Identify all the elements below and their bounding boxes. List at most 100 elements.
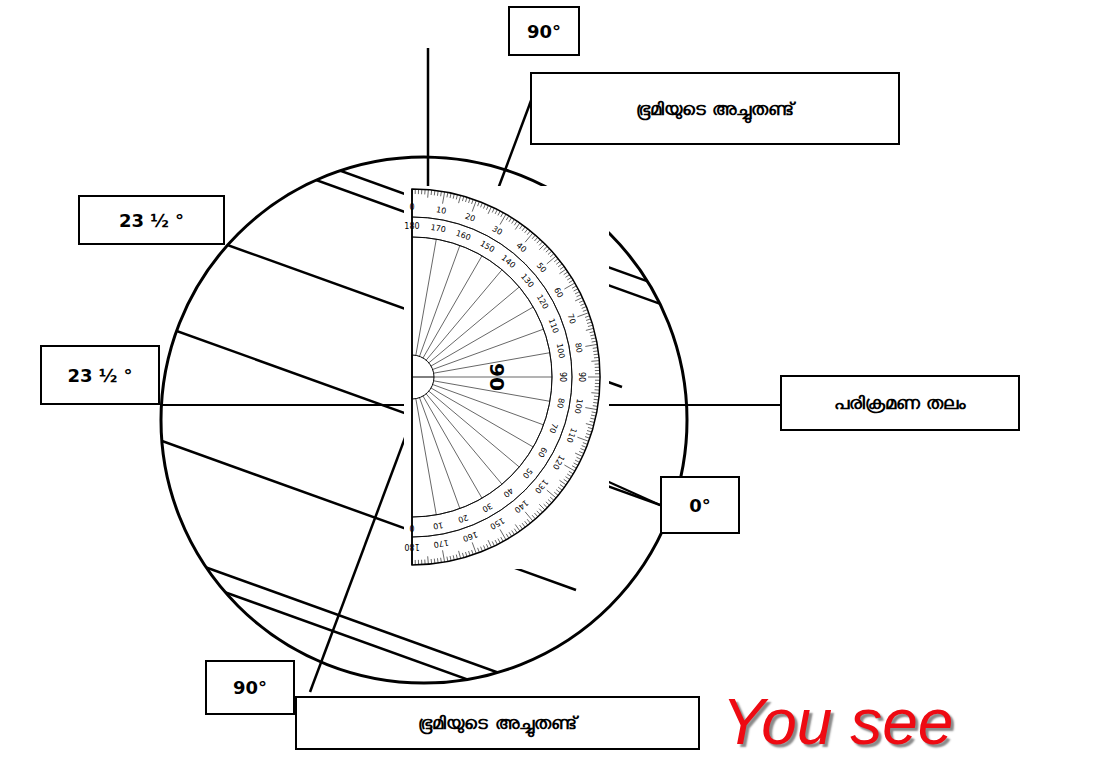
protractor <box>404 186 609 569</box>
protractor-tick <box>421 560 422 565</box>
protractor-tick <box>462 553 463 558</box>
protractor-tick <box>472 200 476 211</box>
protractor-tick <box>593 347 598 349</box>
protractor-tick <box>492 208 494 212</box>
protractor-tick <box>565 477 569 480</box>
protractor-tick <box>569 280 573 283</box>
protractor-tick <box>527 231 530 235</box>
earth-circle <box>161 157 687 683</box>
protractor-tick <box>591 338 596 339</box>
box-label: ഭൂമിയുടെ അച്ചുതണ്ട് <box>418 712 576 734</box>
protractor-tick <box>594 354 599 356</box>
label-box: 90° <box>205 660 295 715</box>
protractor-tick <box>520 525 523 529</box>
protractor-tick <box>498 539 500 543</box>
protractor-tick <box>525 229 528 233</box>
protractor-ray <box>429 287 519 363</box>
protractor-tick <box>593 402 598 404</box>
protractor-tick <box>595 383 600 384</box>
protractor-tick <box>586 434 591 436</box>
protractor-tick <box>585 316 590 318</box>
protractor-tick <box>431 190 433 195</box>
protractor-tick <box>495 540 497 544</box>
protractor-tick <box>550 497 554 500</box>
protractor-tick <box>576 295 580 297</box>
protractor-tick <box>586 424 594 426</box>
protractor-tick <box>590 332 595 333</box>
protractor-tick <box>481 547 483 552</box>
protractor-tick <box>544 246 548 249</box>
protractor-tick <box>575 453 582 456</box>
protractor-tick <box>583 310 588 312</box>
protractor-tick <box>574 289 578 291</box>
protractor-tick <box>547 256 556 264</box>
protractor-tick <box>539 244 545 250</box>
protractor-tick <box>587 431 592 432</box>
protractor-tick <box>564 283 574 289</box>
protractor-tick <box>466 552 467 557</box>
protractor-tick <box>415 560 416 565</box>
protractor-ray <box>429 391 519 467</box>
protractor-number: 90 <box>487 363 507 391</box>
protractor-tick <box>580 304 585 306</box>
protractor-tick <box>415 189 416 194</box>
protractor-tick <box>421 189 422 194</box>
protractor-tick <box>443 192 445 204</box>
protractor-number: 80 <box>555 397 565 408</box>
protractor-tick <box>431 559 433 564</box>
protractor-tick <box>514 221 517 225</box>
protractor-tick <box>588 427 593 428</box>
protractor-tick <box>478 548 480 553</box>
protractor-tick <box>575 460 579 462</box>
protractor-tick <box>569 471 573 474</box>
box-label: 90° <box>233 677 267 698</box>
protractor-tick <box>539 504 545 510</box>
protractor-tick <box>515 223 520 230</box>
protractor-tick <box>424 560 425 565</box>
protractor-tick <box>534 237 537 241</box>
protractor-tick <box>462 196 463 201</box>
protractor-number: 0 <box>409 204 414 212</box>
protractor-ray <box>416 399 436 515</box>
box-label: 90° <box>527 21 561 42</box>
protractor-tick <box>537 240 540 244</box>
protractor-tick <box>577 437 588 441</box>
protractor-tick <box>579 301 584 303</box>
protractor-tick <box>484 204 486 209</box>
protractor-tick <box>427 556 429 564</box>
protractor-tick <box>434 190 436 195</box>
protractor-tick <box>591 360 599 362</box>
protractor-tick <box>564 272 568 275</box>
protractor-tick <box>577 313 588 317</box>
protractor-tick <box>593 350 598 352</box>
protractor-tick <box>576 457 580 459</box>
protractor-tick <box>437 191 439 196</box>
protractor-ray <box>431 388 533 447</box>
protractor-tick <box>558 487 562 490</box>
protractor-tick <box>522 523 525 527</box>
protractor-tick <box>450 556 451 561</box>
protractor-card <box>404 186 609 569</box>
protractor-tick <box>595 367 600 368</box>
box-label: 23 ½ ° <box>119 210 184 231</box>
protractor-ray <box>426 270 502 360</box>
protractor-tick <box>509 532 512 536</box>
box-label: ഭൂമിയുടെ അച്ചുതണ്ട് <box>636 98 794 120</box>
protractor-tick <box>486 205 488 210</box>
protractor-tick <box>559 269 566 274</box>
label-box: 23 ½ ° <box>78 195 225 245</box>
protractor-tick <box>556 490 560 493</box>
protractor-tick <box>591 392 599 394</box>
protractor-tick <box>595 370 600 371</box>
protractor-tick <box>501 537 503 541</box>
protractor-tick <box>525 233 533 242</box>
protractor-tick <box>418 189 419 194</box>
protractor-tick <box>582 446 587 448</box>
protractor-tick <box>590 421 595 422</box>
protractor-tick <box>588 377 600 378</box>
protractor-number: 80 <box>574 342 584 353</box>
protractor-tick <box>472 542 476 553</box>
latitude-line <box>0 486 730 766</box>
protractor-tick <box>427 190 429 198</box>
protractor-tick <box>586 319 591 321</box>
